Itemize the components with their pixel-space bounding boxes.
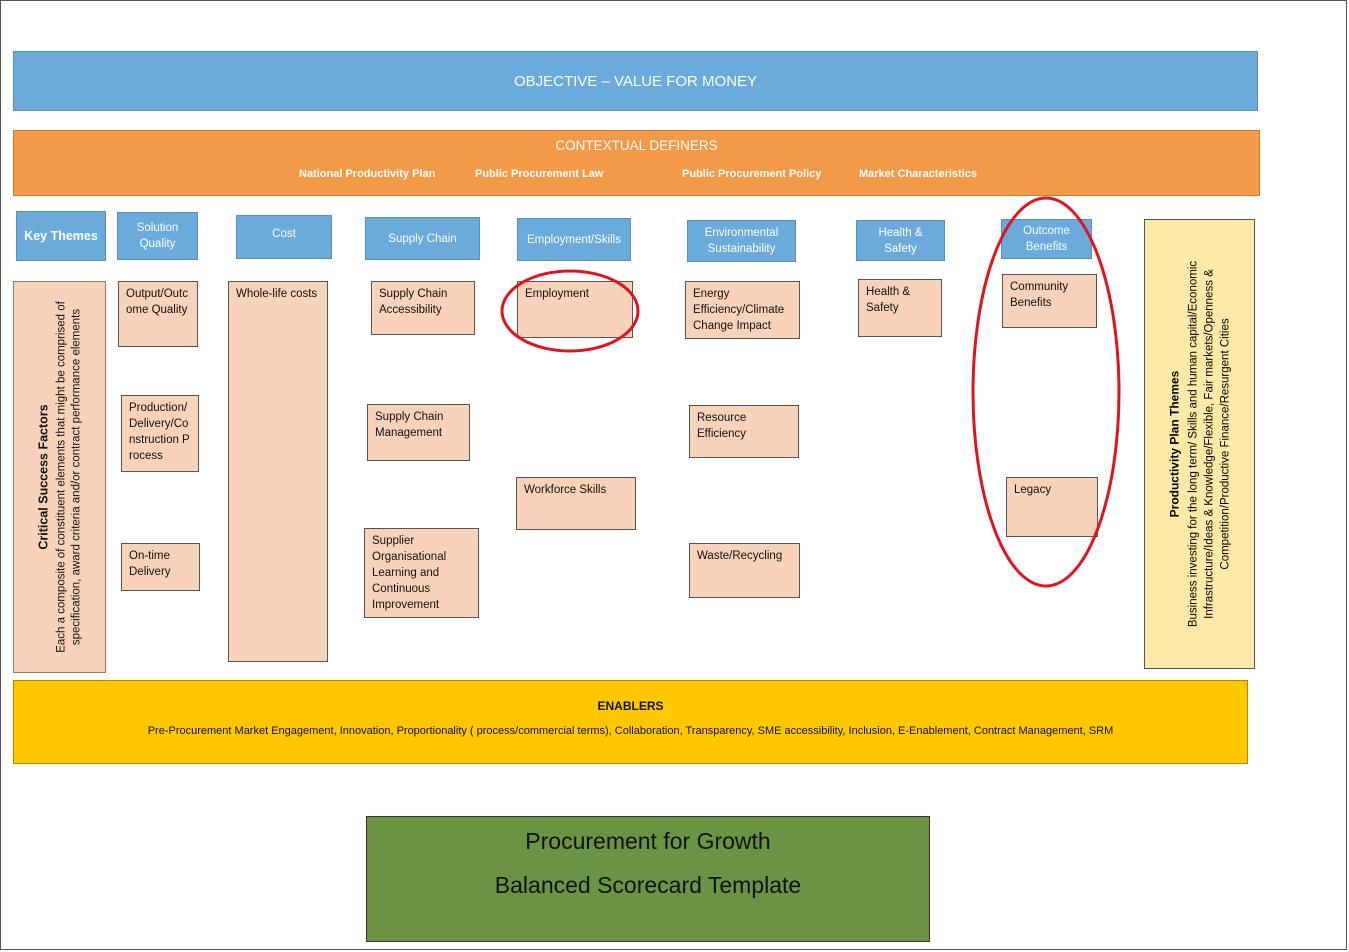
theme-cost: Cost — [236, 215, 332, 259]
element-resource-efficiency: Resource Efficiency — [689, 405, 799, 458]
title-line-1: Procurement for Growth — [525, 828, 771, 854]
critical-success-factors-panel: Critical Success Factors Each a composit… — [13, 281, 106, 673]
contextual-definers-title: CONTEXTUAL DEFINERS — [555, 138, 718, 153]
contextual-item-procurement-policy: Public Procurement Policy — [682, 168, 822, 180]
theme-employment-skills: Employment/Skills — [517, 218, 631, 261]
objective-title: OBJECTIVE – VALUE FOR MONEY — [513, 72, 758, 90]
enablers-title: ENABLERS — [597, 699, 664, 713]
enablers-text: Pre-Procurement Market Engagement, Innov… — [147, 725, 1114, 737]
objective-banner: OBJECTIVE – VALUE FOR MONEY — [13, 51, 1258, 111]
productivity-plan-description: Business investing for the long term/ Sk… — [1187, 260, 1231, 628]
element-ontime-delivery: On-time Delivery — [121, 543, 200, 591]
productivity-plan-panel: Productivity Plan Themes Business invest… — [1144, 219, 1255, 669]
csf-title: Critical Success Factors — [36, 404, 50, 550]
title-line-2: Balanced Scorecard Template — [494, 872, 802, 898]
theme-solution-quality: Solution Quality — [117, 212, 198, 260]
element-production-process: Production/Delivery/Construction Process — [121, 395, 199, 472]
element-whole-life-costs: Whole-life costs — [228, 281, 328, 662]
theme-health-safety: Health & Safety — [856, 220, 945, 261]
contextual-item-productivity-plan: National Productivity Plan — [299, 168, 436, 180]
contextual-definers-banner: CONTEXTUAL DEFINERS National Productivit… — [13, 130, 1260, 196]
element-workforce-skills: Workforce Skills — [516, 477, 636, 530]
theme-outcome-benefits: Outcome Benefits — [1001, 219, 1092, 259]
theme-supply-chain: Supply Chain — [365, 217, 480, 260]
theme-key-themes: Key Themes — [16, 211, 106, 261]
element-energy-efficiency: Energy Efficiency/Climate Change Impact — [685, 281, 800, 339]
element-health-safety: Health & Safety — [858, 279, 942, 337]
csf-description: Each a composite of constituent elements… — [55, 301, 82, 653]
element-supplier-learning: Supplier Organisational Learning and Con… — [364, 528, 479, 618]
element-employment: Employment — [517, 281, 633, 338]
enablers-banner: ENABLERS Pre-Procurement Market Engageme… — [13, 680, 1248, 764]
theme-environmental-sustainability: Environmental Sustainability — [687, 220, 796, 262]
element-supply-chain-accessibility: Supply Chain Accessibility — [371, 281, 475, 335]
element-waste-recycling: Waste/Recycling — [689, 543, 800, 598]
productivity-plan-title: Productivity Plan Themes — [1167, 370, 1181, 518]
scorecard-title-box: Procurement for Growth Balanced Scorecar… — [366, 816, 930, 942]
element-supply-chain-management: Supply Chain Management — [367, 404, 470, 461]
element-community-benefits: Community Benefits — [1002, 274, 1097, 328]
contextual-item-procurement-law: Public Procurement Law — [475, 168, 604, 180]
contextual-item-market-characteristics: Market Characteristics — [859, 168, 978, 180]
element-output-quality: Output/Outcome Quality — [118, 281, 198, 347]
element-legacy: Legacy — [1006, 477, 1098, 537]
